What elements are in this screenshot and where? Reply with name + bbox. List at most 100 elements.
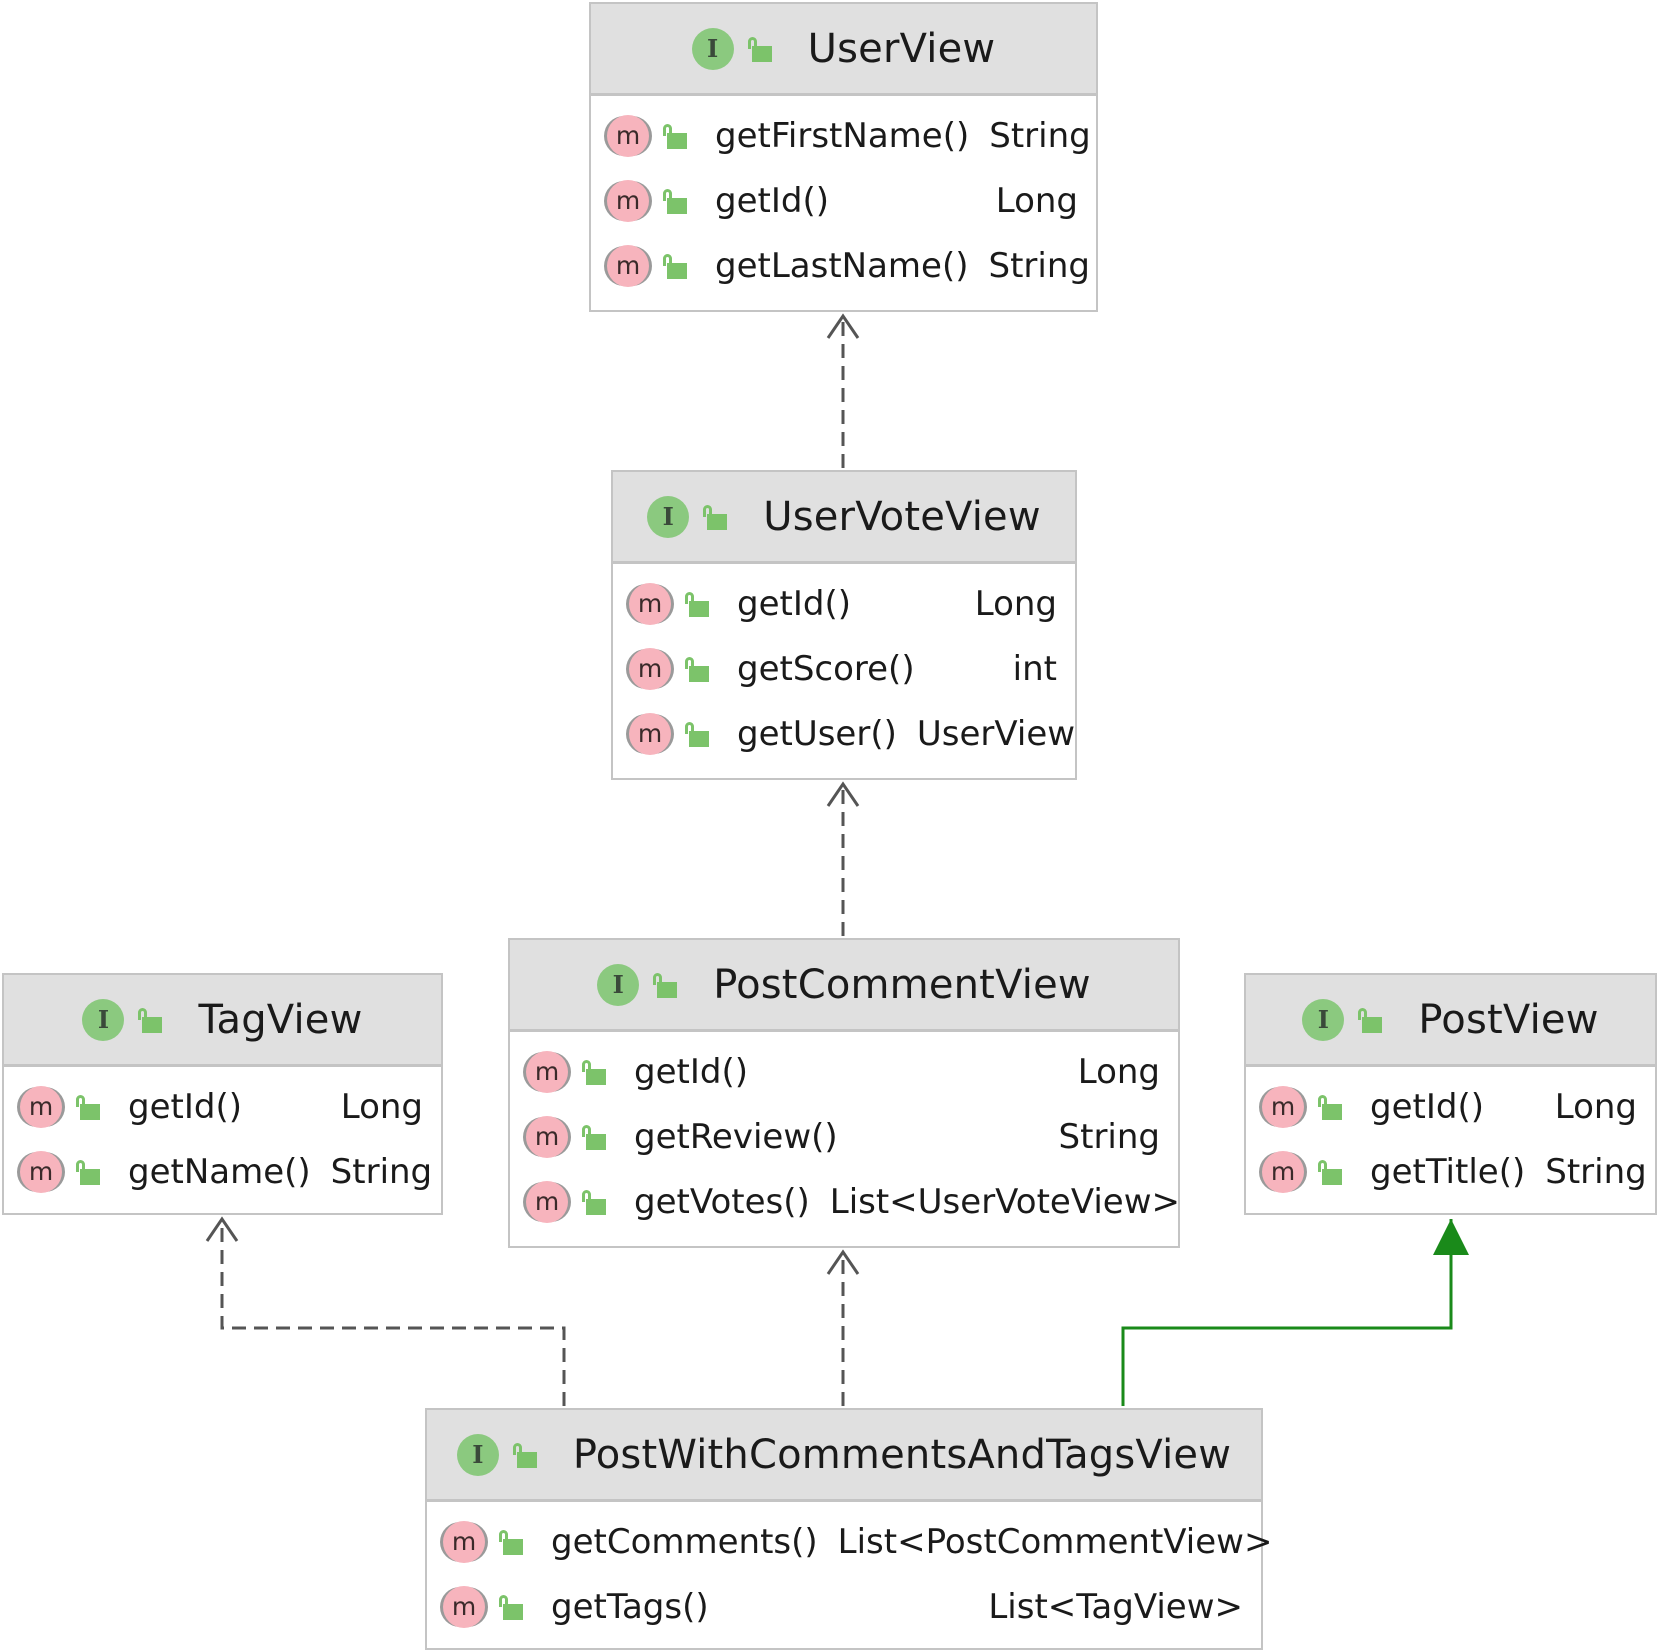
method-name: getTitle() — [1370, 1151, 1526, 1192]
method-row[interactable]: m getId() Long — [1246, 1074, 1655, 1139]
public-visibility-icon — [582, 1124, 608, 1150]
method-row[interactable]: m getVotes() List<UserVoteView> — [510, 1169, 1181, 1234]
dependency-edge-post-with-comments-and-tags-view-to-tag-view — [205, 1216, 566, 1406]
extends-edge-post-with-comments-and-tags-view-to-post-view — [1121, 1219, 1469, 1406]
method-icon: m — [443, 1520, 485, 1563]
method-row[interactable]: m getTitle() String — [1246, 1139, 1655, 1204]
method-name: getVotes() — [634, 1181, 810, 1222]
public-visibility-icon — [582, 1189, 608, 1215]
return-type: String — [988, 245, 1090, 286]
class-header: I UserVoteView — [613, 472, 1075, 564]
public-visibility-icon — [653, 972, 679, 998]
method-icon: m — [607, 114, 649, 157]
method-name: getName() — [128, 1151, 311, 1192]
public-visibility-icon — [582, 1059, 608, 1085]
return-type: Long — [974, 583, 1057, 624]
public-visibility-icon — [663, 253, 689, 279]
return-type: List<UserVoteView> — [829, 1181, 1181, 1222]
method-icon: m — [526, 1180, 568, 1223]
class-name: PostCommentView — [713, 961, 1091, 1008]
method-icon: m — [629, 647, 671, 690]
public-visibility-icon — [499, 1594, 525, 1620]
method-name: getTags() — [551, 1586, 709, 1627]
class-name: PostWithCommentsAndTagsView — [572, 1431, 1232, 1478]
public-visibility-icon — [76, 1159, 102, 1185]
return-type: UserView — [916, 713, 1076, 754]
method-name: getId() — [1370, 1086, 1484, 1127]
method-icon: m — [1262, 1085, 1304, 1128]
method-name: getId() — [737, 583, 851, 624]
return-type: String — [1545, 1151, 1647, 1192]
return-type: Long — [1077, 1051, 1160, 1092]
method-name: getLastName() — [715, 245, 969, 286]
public-visibility-icon — [1358, 1007, 1384, 1033]
return-type: String — [330, 1151, 433, 1192]
member-list: m getId() Long m getTitle() String — [1246, 1067, 1655, 1204]
method-name: getId() — [634, 1051, 748, 1092]
public-visibility-icon — [499, 1529, 525, 1555]
method-name: getId() — [715, 180, 829, 221]
public-visibility-icon — [663, 188, 689, 214]
method-name: getId() — [128, 1086, 242, 1127]
interface-icon: I — [1302, 998, 1345, 1041]
method-row[interactable]: m getLastName() String — [591, 233, 1096, 298]
method-row[interactable]: m getScore() int — [613, 636, 1075, 701]
method-name: getScore() — [737, 648, 915, 689]
public-visibility-icon — [76, 1094, 102, 1120]
method-icon: m — [526, 1115, 568, 1158]
method-icon: m — [607, 244, 649, 287]
public-visibility-icon — [1318, 1159, 1344, 1185]
return-type: List<TagView> — [988, 1586, 1243, 1627]
class-name: UserView — [807, 25, 996, 72]
method-icon: m — [607, 179, 649, 222]
return-type: List<PostCommentView> — [837, 1521, 1273, 1562]
public-visibility-icon — [747, 36, 774, 62]
method-icon: m — [629, 582, 671, 625]
method-icon: m — [629, 712, 671, 755]
public-visibility-icon — [138, 1007, 164, 1033]
method-row[interactable]: m getReview() String — [510, 1104, 1178, 1169]
public-visibility-icon — [512, 1442, 539, 1468]
public-visibility-icon — [1318, 1094, 1344, 1120]
return-type: String — [1058, 1116, 1160, 1157]
method-row[interactable]: m getId() Long — [613, 571, 1075, 636]
interface-icon: I — [647, 495, 690, 538]
dependency-edge-user-vote-view-to-user-view — [826, 313, 860, 468]
public-visibility-icon — [685, 721, 711, 747]
class-name: UserVoteView — [763, 493, 1041, 540]
method-name: getReview() — [634, 1116, 838, 1157]
method-name: getFirstName() — [715, 115, 970, 156]
return-type: int — [1012, 648, 1057, 689]
return-type: Long — [1554, 1086, 1637, 1127]
method-icon: m — [20, 1150, 62, 1193]
dependency-edge-post-comment-view-to-user-vote-view — [826, 781, 860, 936]
method-icon: m — [1262, 1150, 1304, 1193]
method-row[interactable]: m getName() String — [4, 1139, 441, 1204]
public-visibility-icon — [703, 504, 729, 530]
dependency-edge-post-with-comments-and-tags-view-to-post-comment-view — [826, 1249, 860, 1406]
class-name: TagView — [198, 996, 363, 1043]
